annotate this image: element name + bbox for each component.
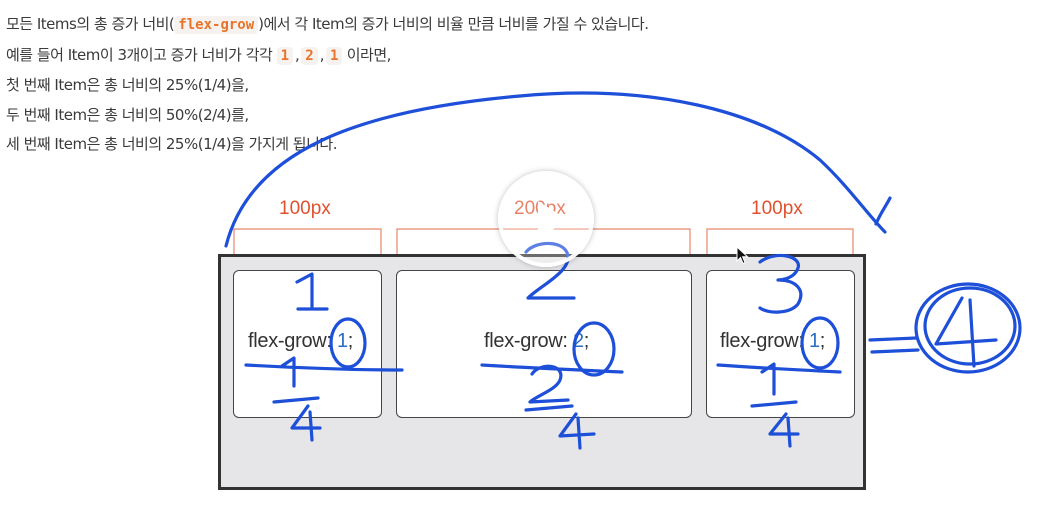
- flex-item-1-value: 1: [336, 330, 348, 352]
- text-line-2-pre: 예를 들어 Item이 3개이고 증가 너비가 각각: [6, 45, 277, 64]
- flex-item-2-prop: flex-grow:: [484, 330, 568, 352]
- code-flex-grow: flex-grow: [174, 16, 259, 34]
- text-line-2-post: 이라면,: [342, 45, 392, 64]
- flex-item-3-value: 1: [808, 330, 820, 352]
- text-line-1-pre: 모든 Items의 총 증가 너비(: [6, 15, 175, 33]
- separator-1: ,: [295, 45, 300, 64]
- flex-item-2-value: 2: [572, 330, 584, 352]
- mouse-cursor-icon: [736, 246, 749, 265]
- play-button[interactable]: [498, 171, 594, 267]
- flex-item-3-label: flex-grow: 1;: [720, 330, 825, 353]
- text-line-3: 첫 번째 Item은 총 너비의 25%(1/4)을,: [6, 76, 249, 94]
- text-line-1-post: )에서 각 Item의 증가 너비의 비율 만큼 너비를 가질 수 있습니다.: [258, 15, 649, 33]
- flex-item-1-prop: flex-grow:: [248, 330, 332, 352]
- flex-item-2-label: flex-grow: 2;: [484, 330, 589, 353]
- separator-2: ,: [319, 45, 325, 64]
- width-label-item-1: 100px: [279, 198, 331, 219]
- flex-item-3-prop: flex-grow:: [720, 330, 804, 352]
- play-icon: [538, 201, 568, 239]
- code-value-3: 1: [326, 46, 343, 65]
- width-label-item-3: 100px: [751, 198, 803, 219]
- flex-item-2-semi: ;: [583, 330, 590, 352]
- code-value-2: 2: [301, 46, 318, 65]
- text-line-4: 두 번째 Item은 총 너비의 50%(2/4)를,: [6, 105, 249, 124]
- flex-item-1-semi: ;: [347, 330, 354, 352]
- flex-item-1-label: flex-grow: 1;: [248, 330, 353, 353]
- code-value-1: 1: [276, 46, 294, 65]
- text-line-1: 모든 Items의 총 증가 너비(flex-grow)에서 각 Item의 증…: [6, 10, 1026, 41]
- flex-item-3-semi: ;: [819, 330, 826, 352]
- text-line-2: 예를 들어 Item이 3개이고 증가 너비가 각각 1,2,1 이라면,: [6, 41, 1026, 72]
